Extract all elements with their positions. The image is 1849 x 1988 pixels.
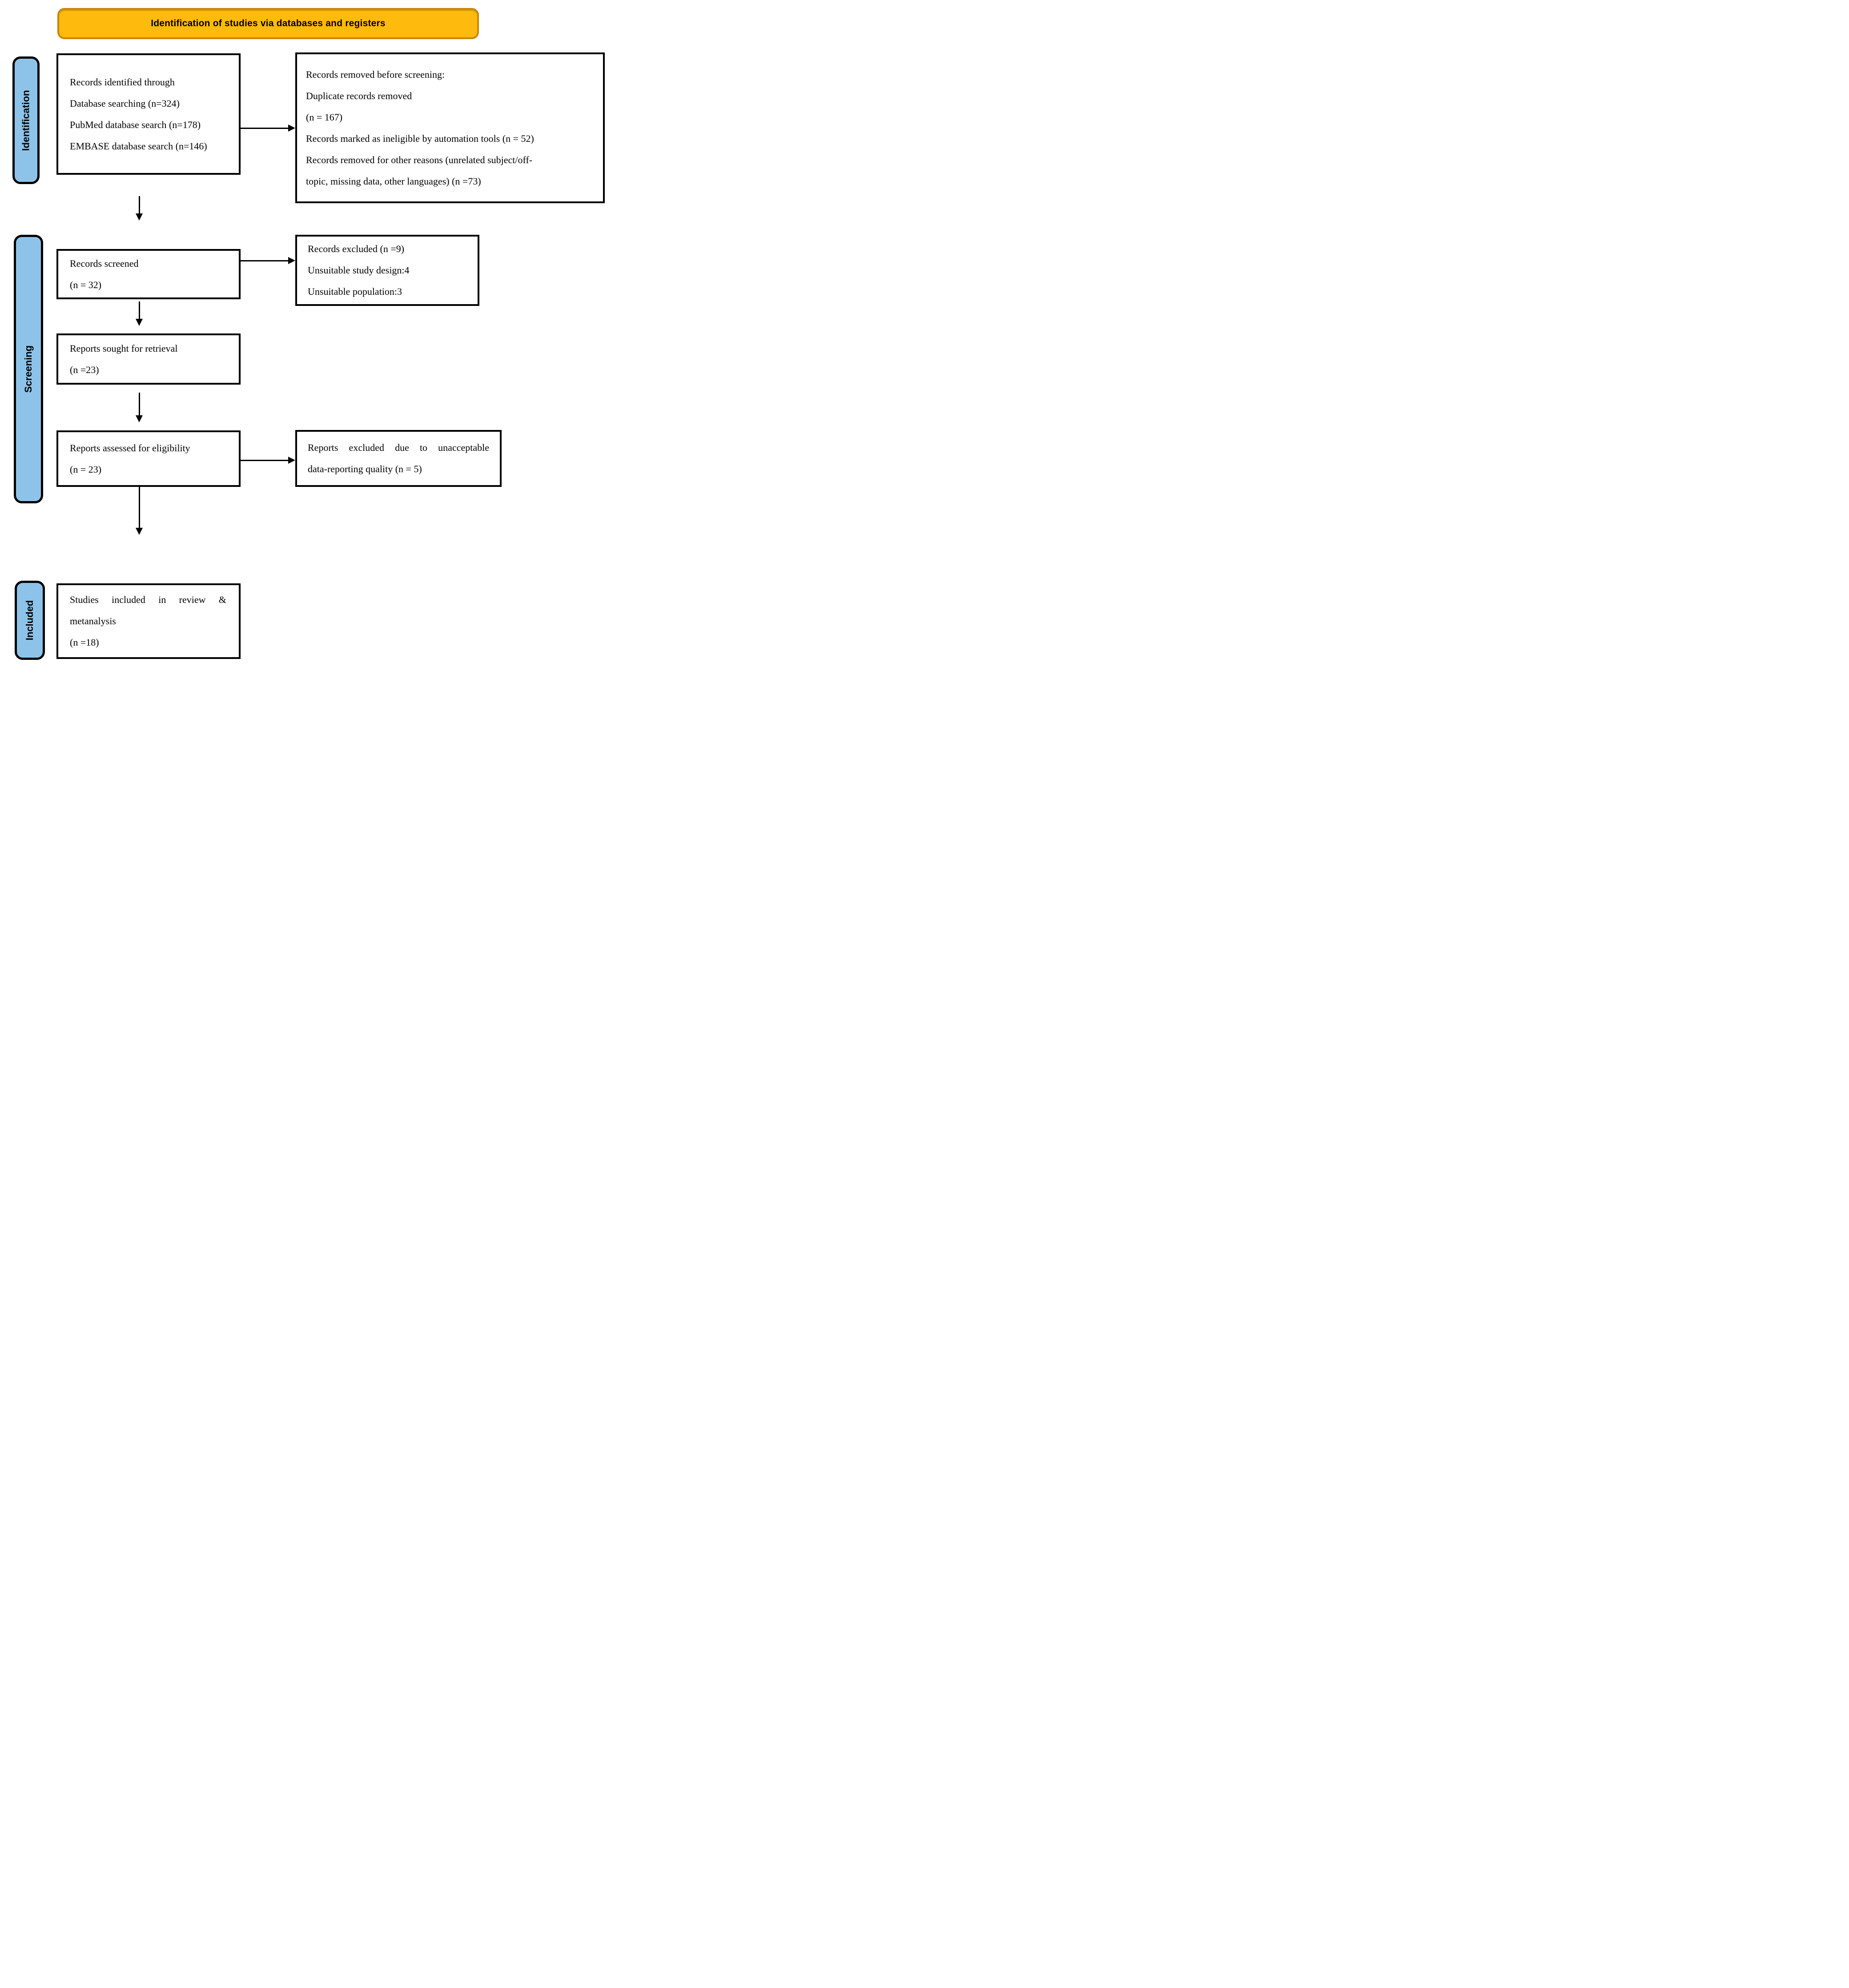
box-records-identified: Records identified through Database sear… xyxy=(56,53,241,175)
arrow-shaft xyxy=(139,196,140,214)
arrow-screened-to-excluded xyxy=(241,257,295,265)
arrow-shaft xyxy=(139,301,140,320)
arrow-identified-to-removed xyxy=(241,125,295,132)
box-text-line: Studies included in review & xyxy=(70,594,226,605)
box-text-line: (n = 167) xyxy=(306,111,343,123)
arrow-head-down-icon xyxy=(136,319,143,326)
stage-bar-screening: Screening xyxy=(14,235,43,503)
arrow-shaft xyxy=(241,260,289,261)
arrow-assessed-to-excluded xyxy=(241,457,295,464)
title-banner-text: Identification of studies via databases … xyxy=(151,18,386,28)
arrow-head-right-icon xyxy=(288,257,295,264)
arrow-head-down-icon xyxy=(136,415,143,422)
box-text-line: EMBASE database search (n=146) xyxy=(70,140,207,152)
box-text-line: Records excluded (n =9) xyxy=(308,243,405,254)
arrow-shaft xyxy=(139,393,140,416)
stage-label-included: Included xyxy=(24,600,36,641)
prisma-flow-diagram: Identification of studies via databases … xyxy=(0,0,616,663)
box-records-screened: Records screened (n = 32) xyxy=(56,249,241,299)
box-text-line: Records removed before screening: xyxy=(306,68,445,80)
stage-label-screening: Screening xyxy=(23,345,34,393)
arrow-head-down-icon xyxy=(136,213,143,221)
title-banner: Identification of studies via databases … xyxy=(57,8,479,39)
box-studies-included: Studies included in review & metanalysis… xyxy=(56,583,241,659)
box-text-line: Unsuitable study design:4 xyxy=(308,265,410,276)
arrow-identified-to-screened xyxy=(136,196,143,221)
box-reports-assessed: Reports assessed for eligibility (n = 23… xyxy=(56,430,241,487)
box-reports-excluded: Reports excluded due to unacceptable dat… xyxy=(295,430,502,487)
arrow-head-right-icon xyxy=(288,125,295,132)
arrow-shaft xyxy=(241,128,289,129)
stage-bar-identification: Identification xyxy=(12,56,40,184)
stage-label-identification: Identification xyxy=(20,90,32,151)
arrow-head-right-icon xyxy=(288,457,295,464)
box-text-line: Records screened xyxy=(70,257,139,269)
box-text-line: Reports sought for retrieval xyxy=(70,342,178,354)
stage-bar-included: Included xyxy=(15,581,45,660)
box-reports-sought: Reports sought for retrieval (n =23) xyxy=(56,333,241,385)
box-text-line: (n =18) xyxy=(70,637,99,648)
box-text-line: Reports excluded due to unacceptable xyxy=(308,442,489,453)
arrow-screened-to-sought xyxy=(136,301,143,326)
arrow-sought-to-assessed xyxy=(136,393,143,422)
box-text-line: Records identified through xyxy=(70,76,175,88)
arrow-assessed-to-included xyxy=(136,486,143,535)
box-text-line: (n = 32) xyxy=(70,279,102,290)
box-records-excluded: Records excluded (n =9) Unsuitable study… xyxy=(295,235,479,306)
box-text-line: data-reporting quality (n = 5) xyxy=(308,463,422,474)
box-text-line: (n = 23) xyxy=(70,463,102,475)
arrow-shaft xyxy=(139,486,140,529)
box-records-removed-before-screening: Records removed before screening: Duplic… xyxy=(295,52,605,203)
box-text-line: topic, missing data, other languages) (n… xyxy=(306,175,481,187)
box-text-line: Reports assessed for eligibility xyxy=(70,442,190,454)
arrow-shaft xyxy=(241,460,289,461)
box-text-line: metanalysis xyxy=(70,615,116,627)
box-text-line: (n =23) xyxy=(70,364,99,375)
box-text-line: Records marked as ineligible by automati… xyxy=(306,133,534,144)
arrow-head-down-icon xyxy=(136,528,143,535)
box-text-line: Duplicate records removed xyxy=(306,90,412,101)
box-text-line: Records removed for other reasons (unrel… xyxy=(306,154,533,165)
box-text-line: Unsuitable population:3 xyxy=(308,286,402,297)
box-text-line: Database searching (n=324) xyxy=(70,97,180,109)
box-text-line: PubMed database search (n=178) xyxy=(70,119,201,130)
